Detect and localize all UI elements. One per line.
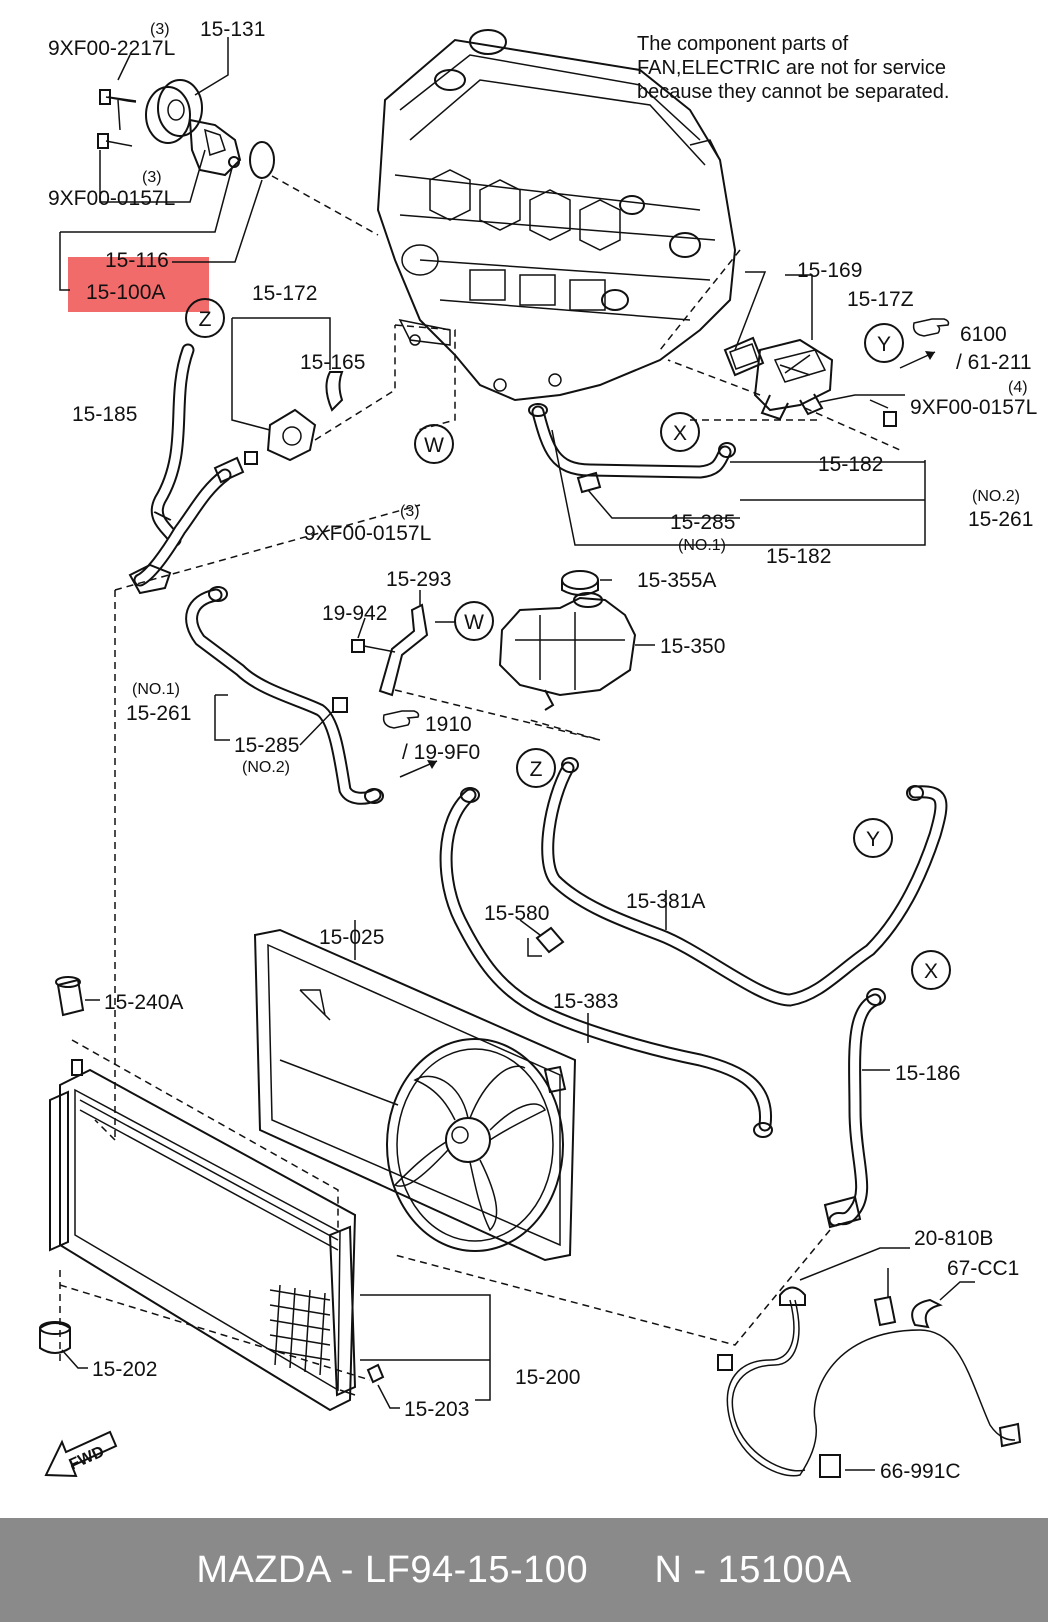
marker-circle-w-right xyxy=(454,601,494,641)
marker-circle-y-right xyxy=(853,818,893,858)
note-line-1: The component parts of xyxy=(637,33,849,55)
part-number-footer: MAZDA - LF94-15-100 N - 15100A xyxy=(0,1518,1048,1622)
part-label-15-202: 15-202 xyxy=(92,1358,157,1381)
marker-circle-z-top xyxy=(185,298,225,338)
part-label-15-261: 15-261 xyxy=(968,508,1033,531)
coolant-reservoir xyxy=(498,570,655,711)
marker-z-bottom: Z xyxy=(530,758,543,781)
part-label-20-810b: 20-810B xyxy=(914,1227,993,1250)
part-label-15-172: 15-172 xyxy=(252,282,317,305)
hose-15-383 xyxy=(439,787,773,1138)
radiator xyxy=(49,1039,491,1412)
marker-circle-z-bottom xyxy=(516,748,556,788)
note-line-3: because they cannot be separated. xyxy=(637,81,949,103)
part-label-15-200: 15-200 xyxy=(515,1366,580,1389)
fan-shroud xyxy=(253,920,577,1262)
highlight-box xyxy=(68,257,209,312)
part-label-15-381a: 15-381A xyxy=(626,890,705,913)
part-label-15-185: 15-185 xyxy=(72,403,137,426)
part-label-15-240a: 15-240A xyxy=(104,991,183,1014)
part-label-9xf00-0157l: 9XF00-0157L xyxy=(48,187,175,210)
part-label-15-131: 15-131 xyxy=(200,18,265,41)
footer-brand-part: MAZDA - LF94-15-100 xyxy=(196,1548,589,1591)
hose-15-186 xyxy=(394,988,890,1346)
part-label-9xf00-2217l: 9XF00-2217L xyxy=(48,37,175,60)
qty-label: (3) xyxy=(150,21,170,38)
drain-and-mount-parts xyxy=(39,976,400,1409)
ref-label-61-211: / 61-211 xyxy=(956,351,1032,374)
marker-y-right: Y xyxy=(866,828,880,851)
part-label-15-285: 15-285 xyxy=(670,511,735,534)
marker-circle-x-mid xyxy=(660,412,700,452)
hose-15-381a xyxy=(541,757,948,1007)
part-label-15-17z: 15-17Z xyxy=(847,288,914,311)
part-label-15-025: 15-025 xyxy=(319,926,384,949)
marker-circle-w-mid xyxy=(414,424,454,464)
part-label-15-383: 15-383 xyxy=(553,990,618,1013)
marker-z-top: Z xyxy=(199,308,212,331)
no-label: (NO.2) xyxy=(242,759,290,776)
no-label: (NO.1) xyxy=(678,537,726,554)
part-label-9xf00-0157l: 9XF00-0157L xyxy=(910,396,1037,419)
part-label-67-cc1: 67-CC1 xyxy=(947,1257,1019,1280)
part-label-15-261: 15-261 xyxy=(126,702,191,725)
part-label-66-991c: 66-991C xyxy=(880,1460,961,1483)
part-label-15-186: 15-186 xyxy=(895,1062,960,1085)
part-label-15-350: 15-350 xyxy=(660,635,725,658)
hose-15-261-no1 xyxy=(185,586,384,805)
forward-arrow-icon xyxy=(44,1430,118,1478)
part-label-15-285: 15-285 xyxy=(234,734,299,757)
part-label-15-169: 15-169 xyxy=(797,259,862,282)
marker-w-right: W xyxy=(464,611,484,634)
ref-label-1910: 1910 xyxy=(425,713,472,736)
part-label-15-293: 15-293 xyxy=(386,568,451,591)
water-pump xyxy=(231,317,456,465)
hose-15-185 xyxy=(128,343,245,595)
bracket-15-293 xyxy=(351,590,601,741)
engine-block xyxy=(376,29,737,402)
ref-label-6100: 6100 xyxy=(960,323,1007,346)
part-label-9xf00-0157l: 9XF00-0157L xyxy=(304,522,431,545)
no-label: (NO.1) xyxy=(132,681,180,698)
note-line-2: FAN,ELECTRIC are not for service xyxy=(637,57,946,79)
thermostat-housing xyxy=(97,79,275,179)
part-label-15-203: 15-203 xyxy=(404,1398,469,1421)
part-label-15-580: 15-580 xyxy=(484,902,549,925)
qty-label: (3) xyxy=(142,169,162,186)
hose-15-261-no2 xyxy=(528,403,926,546)
marker-circle-y-top xyxy=(864,323,904,363)
part-label-19-942: 19-942 xyxy=(322,602,387,625)
pointing-hand-icon xyxy=(912,318,950,337)
marker-circle-x-right xyxy=(911,950,951,990)
cooling-system-exploded-diagram: FWD Z W X Y W Z Y X The component parts … xyxy=(39,18,1037,1483)
marker-x-mid: X xyxy=(673,422,687,445)
footer-number: N - 15100A xyxy=(654,1548,852,1591)
part-label-15-165: 15-165 xyxy=(300,351,365,374)
pointing-hand-icon xyxy=(382,710,420,729)
thermostat-15-17z xyxy=(659,249,905,451)
radiator-core-grid xyxy=(269,1284,331,1376)
qty-label: (4) xyxy=(1008,379,1028,396)
part-label-15-116: 15-116 xyxy=(105,249,169,272)
marker-y-top: Y xyxy=(877,333,891,356)
ref-label-19-9f0: / 19-9F0 xyxy=(402,741,480,764)
part-label-15-182: 15-182 xyxy=(766,545,831,568)
qty-label: (3) xyxy=(400,503,420,520)
part-label-15-355a: 15-355A xyxy=(637,569,716,592)
marker-x-right: X xyxy=(924,960,938,983)
no-label: (NO.2) xyxy=(972,488,1020,505)
part-label-15-182: 15-182 xyxy=(818,453,883,476)
wiring-harness xyxy=(717,1247,1022,1478)
part-label-15-100a: 15-100A xyxy=(86,281,165,304)
marker-w-mid: W xyxy=(424,434,444,457)
